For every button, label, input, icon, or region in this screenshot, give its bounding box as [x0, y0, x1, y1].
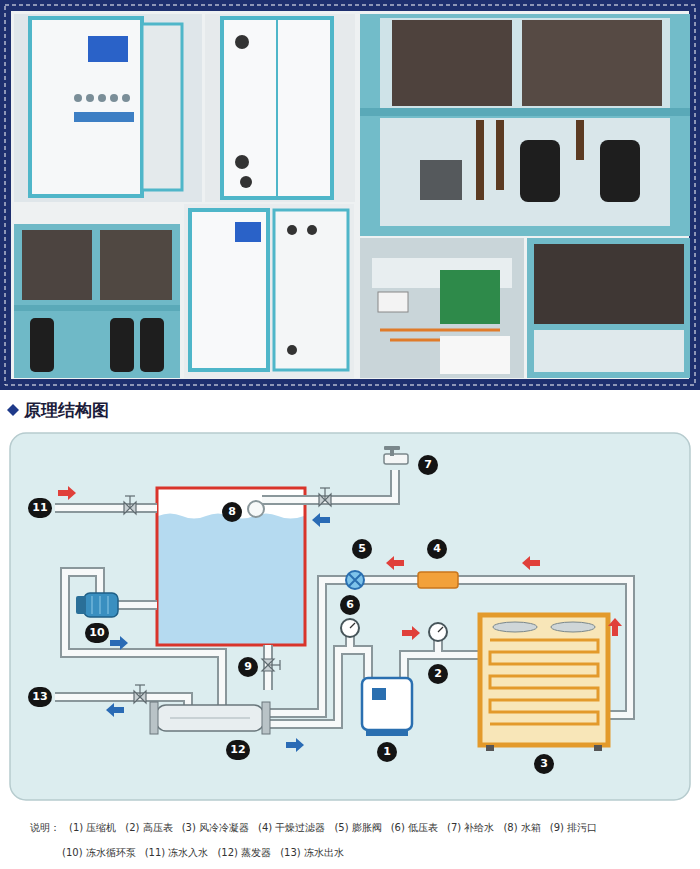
- caption-item: (2) 高压表: [125, 821, 172, 835]
- valves: [124, 488, 331, 703]
- callout-number: 9: [238, 657, 258, 677]
- diagram-panel: [10, 433, 690, 800]
- callout-number: 8: [222, 502, 242, 522]
- callout-text: 3: [540, 758, 548, 770]
- caption-item: (11) 冻水入水: [145, 846, 209, 860]
- caption-item: (7) 补给水: [447, 821, 494, 835]
- tap: [384, 446, 408, 464]
- air-cooled-condenser: [480, 615, 608, 751]
- refrigerant-arrows: [58, 486, 622, 640]
- water: [158, 514, 304, 645]
- caption-row: 说明： (1) 压缩机 (2) 高压表 (3) 风冷冷凝器 (4) 干燥过滤器 (5) 膨…: [30, 821, 680, 835]
- callout-number: 2: [428, 664, 448, 684]
- water-arrows: [106, 513, 330, 752]
- callout-number: 12: [226, 740, 250, 760]
- caption-item: 说明：: [30, 821, 60, 835]
- caption-item: (8) 水箱: [503, 821, 540, 835]
- callout-number: 6: [340, 595, 360, 615]
- callout-text: 8: [228, 506, 236, 518]
- gauges: [341, 619, 447, 641]
- callout-text: 11: [32, 502, 47, 514]
- photo-collage: [0, 0, 700, 390]
- callout-text: 2: [434, 668, 442, 680]
- filter-drier: [418, 572, 458, 588]
- caption-item: (13) 冻水出水: [280, 846, 344, 860]
- water-tank: [157, 488, 305, 645]
- compressor: [362, 678, 412, 736]
- caption-item: (9) 排污口: [550, 821, 597, 835]
- circulation-pump: [76, 593, 118, 617]
- callout-number: 11: [28, 498, 52, 518]
- callout-number: 5: [352, 539, 372, 559]
- callout-text: 4: [433, 543, 441, 555]
- callout-number: 1: [377, 742, 397, 762]
- caption-item: (12) 蒸发器: [217, 846, 271, 860]
- callout-text: 7: [424, 459, 432, 471]
- bullet-diamond: [7, 404, 19, 416]
- caption-item: (5) 膨胀阀: [334, 821, 381, 835]
- callout-number: 3: [534, 754, 554, 774]
- caption-row: (10) 冻水循环泵 (11) 冻水入水 (12) 蒸发器 (13) 冻水出水: [62, 846, 700, 860]
- expansion-valve: [346, 571, 364, 589]
- callout-number: 4: [427, 539, 447, 559]
- caption-item: (10) 冻水循环泵: [62, 846, 136, 860]
- heading: 原理结构图: [24, 400, 109, 420]
- callout-number: 13: [28, 687, 52, 707]
- caption-item: (6) 低压表: [391, 821, 438, 835]
- callout-number: 10: [85, 623, 109, 643]
- caption-item: (1) 压缩机: [69, 821, 116, 835]
- callout-text: 13: [32, 691, 47, 703]
- callout-text: 5: [358, 543, 366, 555]
- caption-item: (3) 风冷冷凝器: [182, 821, 249, 835]
- callout-text: 9: [244, 661, 252, 673]
- callout-text: 10: [89, 627, 104, 639]
- callout-text: 6: [346, 599, 354, 611]
- callout-text: 12: [230, 744, 245, 756]
- evaporator: [150, 702, 270, 734]
- callout-text: 1: [383, 746, 391, 758]
- callout-number: 7: [418, 455, 438, 475]
- caption-item: (4) 干燥过滤器: [258, 821, 325, 835]
